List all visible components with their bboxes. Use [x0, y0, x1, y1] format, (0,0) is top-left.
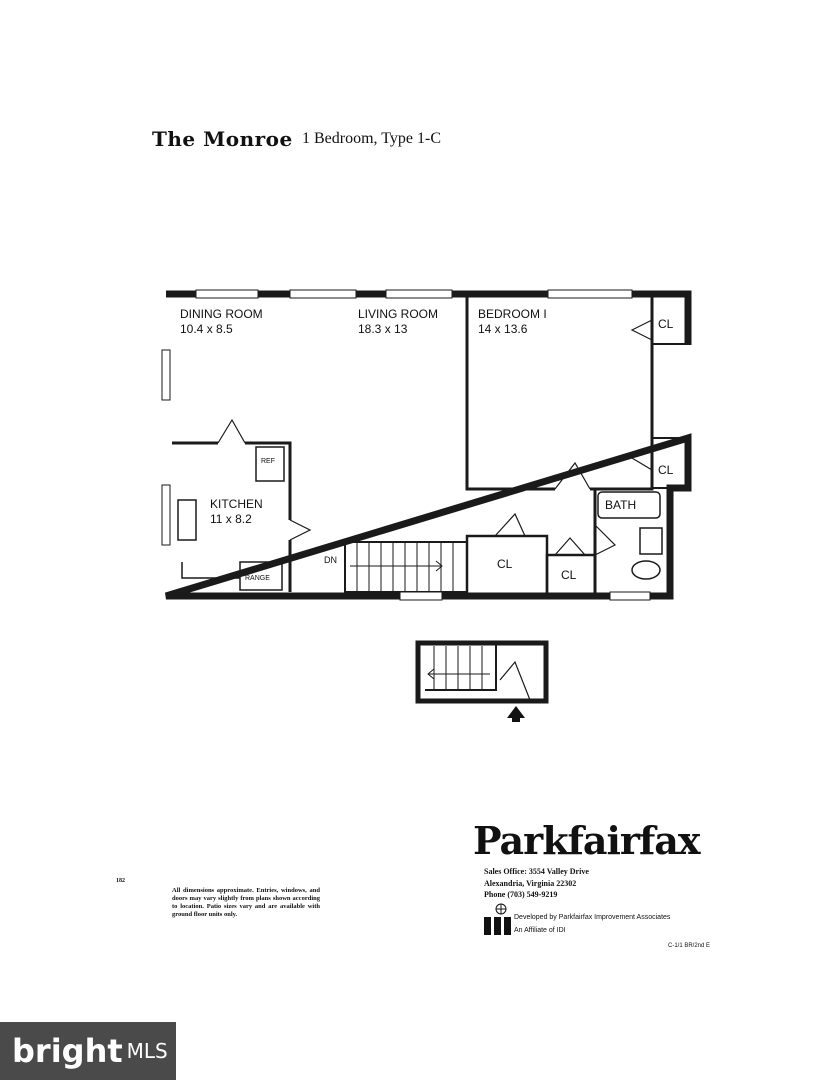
address-line-2: Alexandria, Virginia 22302 — [484, 879, 577, 888]
closet-label: CL — [658, 463, 674, 477]
parkfairfax-logo: Parkfairfax — [473, 818, 701, 863]
outer-wall — [164, 290, 692, 600]
plan-subtitle: 1 Bedroom, Type 1-C — [302, 130, 442, 147]
page-number: 182 — [116, 878, 125, 884]
window — [161, 484, 171, 546]
entry-arrow-icon — [507, 706, 525, 722]
plan-code: C-1/1 BR/2nd E — [668, 943, 711, 949]
dining-size: 10.4 x 8.5 — [180, 322, 233, 336]
watermark-suffix: MLS — [126, 1039, 168, 1063]
disclaimer: All dimensions approximate. Entries, win… — [172, 887, 320, 918]
down-label: DN — [324, 555, 337, 565]
window — [161, 349, 171, 401]
bedroom-size: 14 x 13.6 — [478, 322, 528, 336]
phone: Phone (703) 549-9219 — [484, 890, 558, 899]
kitchen-wall — [172, 441, 292, 592]
window — [399, 591, 443, 601]
living-label: LIVING ROOM — [358, 307, 438, 321]
dining-label: DINING ROOM — [180, 307, 263, 321]
ref-label: REF — [261, 458, 275, 465]
entry-stair — [415, 640, 549, 704]
window — [289, 289, 357, 299]
bedroom-label: BEDROOM I — [478, 307, 547, 321]
kitchen-label: KITCHEN — [210, 497, 263, 511]
range-label: RANGE — [245, 575, 270, 582]
closet-mid — [651, 437, 689, 489]
window — [385, 289, 453, 299]
bathtub — [597, 491, 661, 519]
bright-mls-watermark: bright MLS — [0, 1022, 176, 1080]
developer-text: Developed by Parkfairfax Improvement Ass… — [514, 914, 671, 921]
globe-icon — [495, 903, 507, 915]
watermark-brand: bright — [12, 1032, 123, 1070]
window — [547, 289, 633, 299]
closet-label: CL — [658, 317, 674, 331]
affiliate-text: An Affiliate of IDI — [514, 927, 566, 934]
closet-label: CL — [561, 568, 577, 582]
bath-label: BATH — [605, 498, 636, 512]
ref-box — [255, 446, 285, 482]
kitchen-size: 11 x 8.2 — [210, 512, 252, 526]
toilet — [631, 560, 661, 580]
range-box — [239, 561, 283, 591]
window — [609, 591, 651, 601]
closet-label: CL — [497, 557, 513, 571]
address-line-1: Sales Office: 3554 Valley Drive — [484, 867, 589, 876]
window — [195, 289, 259, 299]
stairs — [344, 541, 468, 593]
plan-name: The Monroe — [152, 127, 293, 151]
living-size: 18.3 x 13 — [358, 322, 408, 336]
idi-logo-icon — [484, 917, 511, 935]
